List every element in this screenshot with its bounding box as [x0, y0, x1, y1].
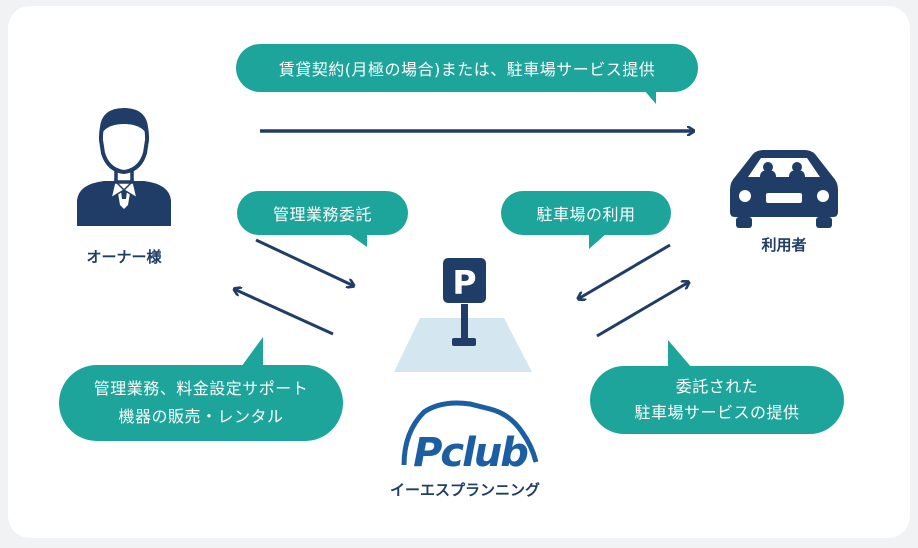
- pclub-logo-text: Pclub: [413, 430, 528, 476]
- owner-person-icon: [77, 108, 171, 226]
- bubble-mgmt-support-line1: 管理業務、料金設定サポート: [93, 379, 309, 398]
- bubble-entrusted-line1: 委託された: [675, 377, 759, 396]
- bubble-mgmt-support-tail: [241, 337, 263, 367]
- parking-sign-letter: P: [452, 263, 476, 302]
- bubble-mgmt-support: 管理業務、料金設定サポート 機器の販売・レンタル: [59, 337, 343, 441]
- bubble-contract-tail: [644, 90, 656, 104]
- pclub-logo: [401, 400, 539, 466]
- bubble-parking-use-tail: [589, 233, 607, 249]
- bubble-mgmt-delegation-tail: [347, 233, 367, 247]
- bubble-mgmt-delegation: 管理業務委託: [237, 191, 408, 247]
- bubble-contract-text: 賃貸契約(月極の場合)または、駐車場サービス提供: [278, 60, 656, 79]
- bubble-contract: 賃貸契約(月極の場合)または、駐車場サービス提供: [236, 44, 698, 104]
- bubble-mgmt-delegation-text: 管理業務委託: [272, 205, 372, 224]
- owner-label: オーナー様: [86, 248, 162, 266]
- arrow-user-to-company: [578, 243, 671, 299]
- bubble-mgmt-support-line2: 機器の販売・レンタル: [118, 407, 284, 426]
- bubble-parking-use-text: 駐車場の利用: [536, 205, 636, 224]
- arrow-company-to-owner: [234, 289, 334, 336]
- user-car-icon: [730, 150, 838, 228]
- parking-lot-icon: [394, 258, 532, 372]
- user-label: 利用者: [761, 236, 807, 254]
- arrow-company-to-user: [596, 282, 689, 338]
- bubble-entrusted-line2: 駐車場サービスの提供: [634, 403, 800, 422]
- bubble-entrusted-service: 委託された 駐車場サービスの提供: [590, 340, 844, 434]
- arrow-owner-to-company: [255, 238, 354, 286]
- bubble-parking-use: 駐車場の利用: [501, 191, 671, 249]
- bubble-entrusted-tail: [668, 340, 692, 368]
- company-label: イーエスプランニング: [389, 481, 540, 499]
